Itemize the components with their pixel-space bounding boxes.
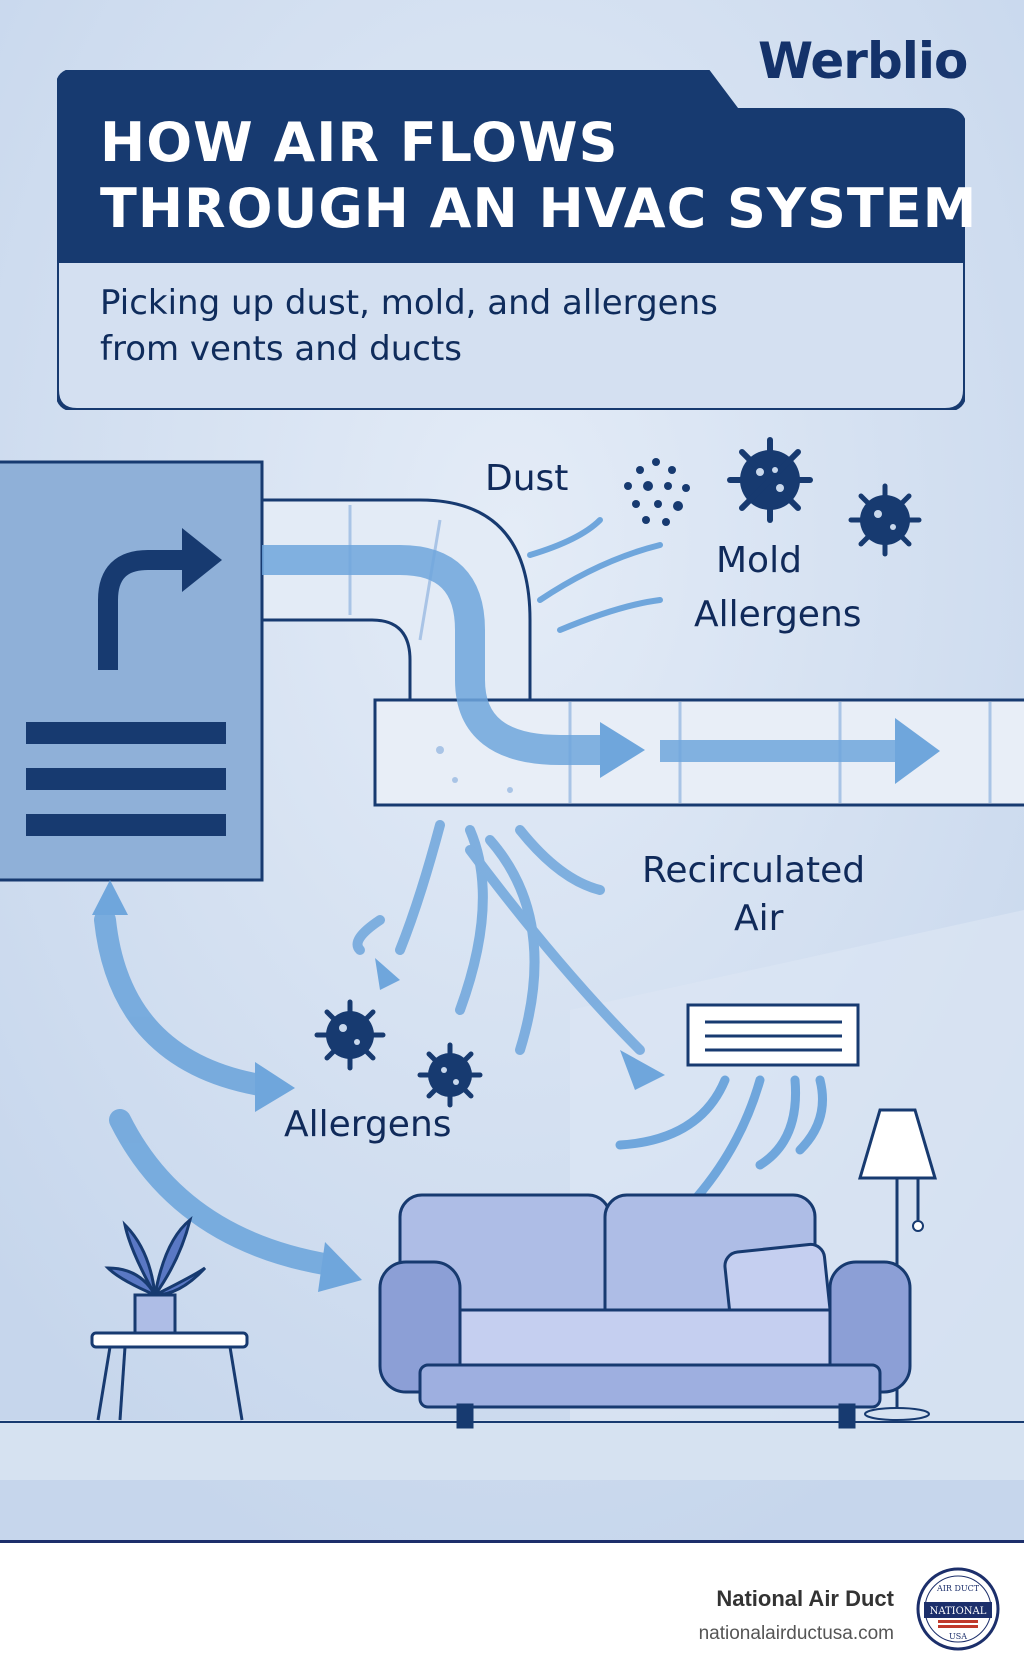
label-mold: Mold	[716, 540, 802, 581]
brand-logo: Werblio	[758, 32, 968, 90]
title-card	[57, 70, 965, 410]
label-air: Air	[734, 898, 784, 939]
title-line-1: HOW AIR FLOWS	[100, 111, 619, 174]
footer-url[interactable]: nationalairductusa.com	[698, 1623, 894, 1644]
seal-middle: NATIONAL	[930, 1606, 987, 1617]
plant-table	[90, 1216, 249, 1421]
mold-icon	[727, 437, 813, 523]
wall-vent	[686, 1003, 860, 1067]
vent-slat-2	[26, 768, 226, 790]
airflow-arrowhead	[895, 718, 940, 784]
subtitle-line-2: from vents and ducts	[100, 329, 463, 369]
seal-top: AIR DUCT	[936, 1584, 980, 1593]
airflow-arrowhead	[620, 1050, 665, 1090]
label-dust: Dust	[485, 458, 569, 499]
subtitle-line-1: Picking up dust, mold, and allergens	[100, 283, 718, 323]
duct	[260, 498, 1024, 807]
label-allergens-bottom: Allergens	[284, 1104, 452, 1145]
label-allergens-top: Allergens	[694, 594, 862, 635]
dust-icon	[624, 458, 690, 526]
return-flow	[94, 909, 341, 1276]
allergen-icon	[417, 1042, 483, 1108]
sofa	[378, 1193, 912, 1429]
turn-arrow-icon	[98, 550, 188, 670]
airflow-arrowhead	[600, 722, 645, 778]
contaminant-wisps	[527, 517, 663, 633]
hvac-panel	[0, 460, 264, 882]
airflow-duct	[262, 545, 610, 765]
floor	[0, 1420, 1024, 1480]
recirculated-streams	[352, 820, 645, 1055]
floor-lamp	[857, 1108, 938, 1421]
national-seal-icon: NATIONAL AIR DUCT USA	[916, 1567, 1000, 1651]
airflow-straight	[660, 740, 910, 762]
vent-slat-3	[26, 814, 226, 836]
label-recirculated: Recirculated	[642, 850, 866, 891]
allergen-icon	[314, 999, 386, 1071]
footer-company: National Air Duct	[716, 1586, 894, 1611]
footer: National Air Duct nationalairductusa.com…	[0, 1540, 1024, 1666]
seal-bottom: USA	[949, 1632, 967, 1641]
hvac-unit	[0, 460, 264, 882]
title-line-2: THROUGH AN HVAC SYSTEM	[100, 177, 978, 240]
allergen-icon	[848, 483, 922, 557]
turn-arrow-head	[182, 528, 222, 592]
vent-airflow	[615, 1075, 827, 1210]
vent-slat-1	[26, 722, 226, 744]
